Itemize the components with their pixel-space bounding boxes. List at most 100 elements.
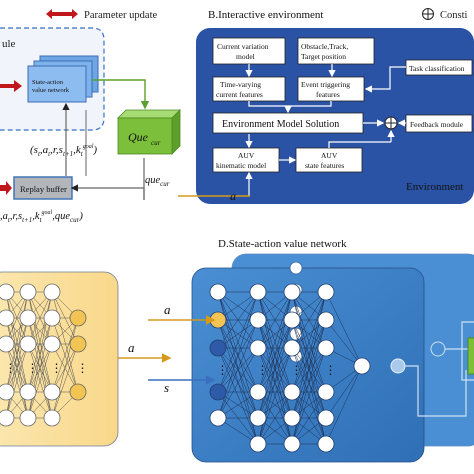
network-node xyxy=(0,383,15,401)
output-green-box xyxy=(467,337,474,375)
network-node xyxy=(283,435,301,453)
feedback-module-label: Feedback module xyxy=(410,120,464,129)
network-edge xyxy=(257,347,293,393)
network-node xyxy=(249,339,267,357)
network-ellipsis: ⋮ xyxy=(77,361,89,375)
network-node xyxy=(249,283,267,301)
network-node xyxy=(19,383,37,401)
network-edge xyxy=(27,291,53,345)
network-edge xyxy=(257,391,293,445)
network-edge xyxy=(217,347,259,393)
network-ellipsis: ⋮ xyxy=(51,361,63,375)
arrow-time-to-solution xyxy=(248,101,292,114)
tuple-bottom: ,at,r,st+1,ktgoal,quecur) xyxy=(0,210,83,224)
module-b-title: B.Interactive environment xyxy=(208,9,323,21)
network-ellipsis: ⋮ xyxy=(27,361,39,375)
current-variation-line1: Current variation xyxy=(217,42,269,51)
module-d-title: D.State-action value network xyxy=(218,238,347,250)
legend-constraint: Consti xyxy=(440,10,468,21)
network-edge xyxy=(217,291,259,393)
auv-state-line1: AUV xyxy=(321,151,338,160)
parameter-update-arrow-icon xyxy=(46,9,78,19)
network-label-line1: State-action xyxy=(32,79,64,86)
module-b: B.Interactive environment Current variat… xyxy=(178,9,474,204)
network-edge xyxy=(257,319,293,393)
module-a-title: ule xyxy=(2,38,16,50)
network-to-que-arrow xyxy=(92,79,150,110)
network-ellipsis: ⋮ xyxy=(291,363,303,377)
network-node xyxy=(249,311,267,329)
network-label-line2: value network xyxy=(32,87,70,94)
input-red-arrow-icon xyxy=(0,80,22,92)
network-node xyxy=(249,409,267,427)
que-to-buffer-arrow xyxy=(70,184,145,200)
network-node xyxy=(317,383,335,401)
network-node xyxy=(209,283,227,301)
network-edge xyxy=(325,365,363,419)
network-edge xyxy=(325,319,363,367)
legend-parameter-update: Parameter update xyxy=(84,10,158,21)
back-output-node xyxy=(430,341,446,357)
front-output-line xyxy=(405,365,467,417)
network-edge xyxy=(291,347,327,419)
network-node xyxy=(317,339,335,357)
module-d-input-a: a xyxy=(164,302,171,317)
auv-kinematic-box xyxy=(212,147,280,173)
network-edge xyxy=(257,347,293,419)
network-node xyxy=(209,409,227,427)
network-edge xyxy=(5,291,29,345)
module-d: D.State-action value network ⋮⋮⋮⋮ a s xyxy=(148,238,474,463)
network-node xyxy=(283,283,301,301)
buffer-input-red-arrow-icon xyxy=(0,181,12,195)
network-node xyxy=(43,335,61,353)
network-node xyxy=(69,383,87,401)
task-classification-label: Task classification xyxy=(409,64,465,73)
obstacle-line2: Target position xyxy=(301,52,346,61)
network-node xyxy=(283,409,301,427)
front-output-node xyxy=(390,358,406,374)
arrow-state-up xyxy=(328,141,391,148)
network-ellipsis: ⋮ xyxy=(5,361,17,375)
environment-model-solution-label: Environment Model Solution xyxy=(222,119,339,130)
que-box-label: Que xyxy=(128,130,149,144)
network-node xyxy=(283,311,301,329)
que-cur-label: quecur xyxy=(145,175,170,188)
event-triggering-line2: features xyxy=(316,90,340,99)
network-edge xyxy=(325,291,363,367)
network-edge xyxy=(27,291,53,393)
network-node xyxy=(209,383,227,401)
network-edge xyxy=(291,291,327,393)
arrow-event-to-solution xyxy=(288,101,332,107)
network-edge xyxy=(5,291,29,393)
time-varying-box xyxy=(212,76,286,102)
network-edge xyxy=(257,291,293,349)
network-node xyxy=(283,383,301,401)
network-edge xyxy=(27,343,53,419)
legend: Parameter update Consti xyxy=(46,8,468,21)
network-edge xyxy=(5,343,29,419)
value-network: ⋮⋮⋮⋮ xyxy=(209,261,371,453)
module-c: ⋮ ⋮ ⋮ ⋮ a xyxy=(0,271,172,447)
network-node xyxy=(43,383,61,401)
network-edge xyxy=(51,343,79,419)
tuple-top: (st,at,r,st+1,ktgoal) xyxy=(30,144,97,158)
network-edge xyxy=(257,291,293,393)
network-node xyxy=(317,283,335,301)
network-node xyxy=(43,309,61,327)
network-edge xyxy=(291,347,327,393)
module-d-input-s: s xyxy=(164,380,169,395)
network-edge xyxy=(325,365,363,445)
policy-network: ⋮ ⋮ ⋮ ⋮ xyxy=(0,283,89,427)
network-node xyxy=(19,409,37,427)
replay-buffer-label: Replay buffer xyxy=(20,184,67,194)
network-node xyxy=(0,309,15,327)
time-varying-line2: current features xyxy=(216,90,263,99)
network-node xyxy=(0,283,15,301)
current-variation-line2: model xyxy=(236,52,255,61)
network-edge xyxy=(51,317,79,419)
network-ellipsis: ⋮ xyxy=(325,363,337,377)
network-edge xyxy=(217,347,259,419)
obstacle-line1: Obstacle,Track, xyxy=(301,42,348,51)
network-node xyxy=(317,409,335,427)
